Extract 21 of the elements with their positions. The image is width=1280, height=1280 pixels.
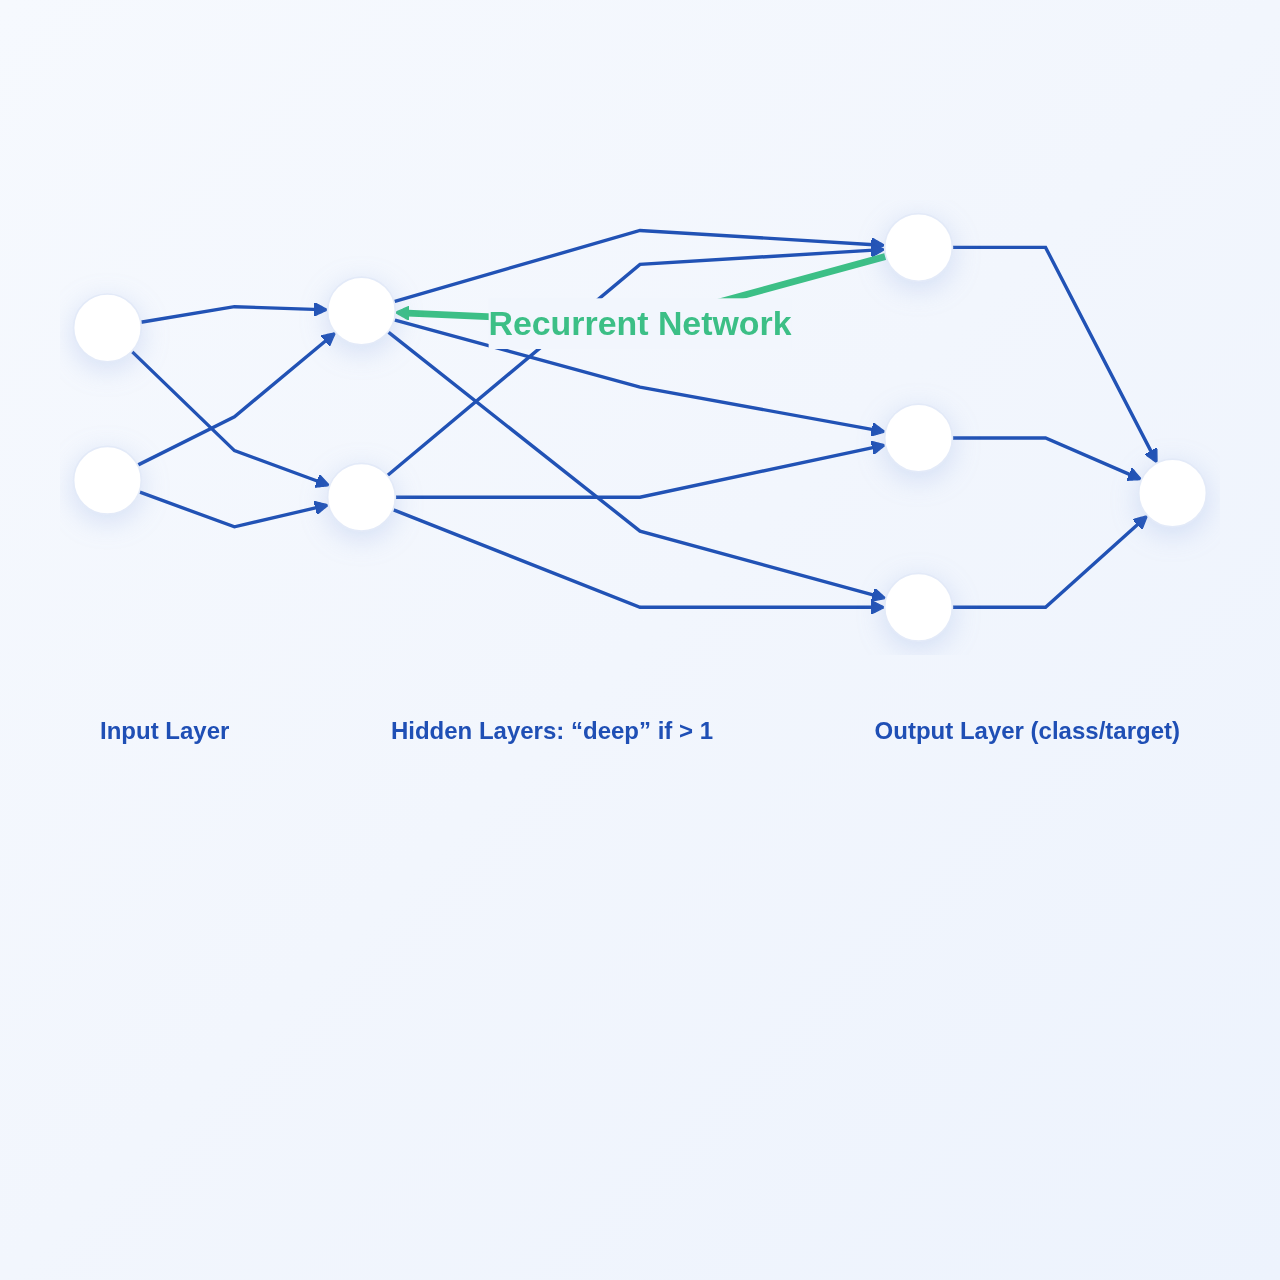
layer-label: Input Layer [100, 715, 230, 746]
arrow [952, 436, 1143, 481]
arrow [136, 331, 337, 467]
arrow [952, 514, 1149, 609]
node-circle [326, 276, 397, 346]
node-circle [72, 293, 143, 363]
arrow [130, 350, 331, 488]
edge-label: Recurrent Network [488, 305, 792, 343]
node-circle [883, 212, 954, 283]
node-circle [883, 572, 954, 642]
node-circle [1137, 458, 1208, 528]
arrow [387, 330, 887, 602]
arrow [393, 318, 886, 437]
node-circle [72, 445, 143, 515]
arrow [395, 440, 887, 499]
layer-label: Hidden Layers: “deep” if > 1 [390, 715, 713, 746]
layer-label: Output Layer (class/target) [874, 715, 1180, 746]
node-circle [326, 462, 397, 532]
arrow [138, 490, 330, 529]
node-circle [883, 403, 954, 473]
arrow [952, 245, 1158, 464]
